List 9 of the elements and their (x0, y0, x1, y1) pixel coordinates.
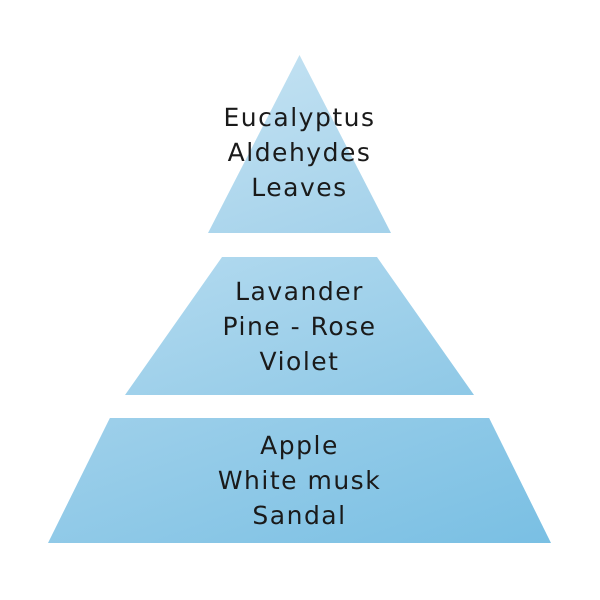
note-text: Pine - Rose (222, 312, 377, 341)
note-text: Eucalyptus (224, 103, 376, 132)
note-text: Sandal (252, 501, 347, 530)
note-text: Leaves (251, 173, 348, 202)
note-text: Lavander (235, 277, 364, 306)
note-text: White musk (218, 466, 382, 495)
note-text: Apple (260, 431, 339, 460)
note-text: Aldehydes (228, 138, 372, 167)
note-text: Violet (260, 347, 340, 376)
